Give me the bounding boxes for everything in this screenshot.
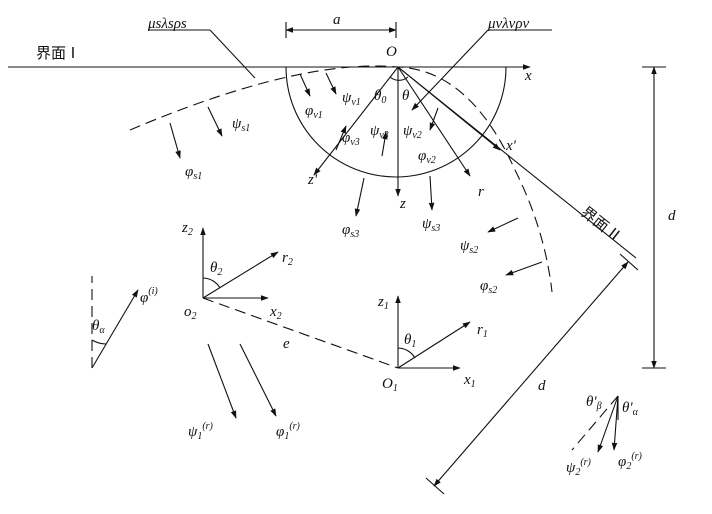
- dimension-d-oblique-tick-bottom: [425, 477, 445, 495]
- psi2-r-label: ψ2(r): [566, 457, 592, 478]
- psi-v1-label: ψv1: [342, 90, 361, 108]
- phi-s3-label: φs3: [342, 222, 359, 240]
- O1-label: O1: [382, 376, 398, 394]
- r-axis-label: r: [478, 184, 484, 200]
- psi1-r-arrow: [207, 343, 237, 419]
- psi-v3-label: ψv3: [370, 123, 389, 141]
- theta0-arc: [389, 76, 409, 81]
- cavity-semicircle: [285, 66, 507, 178]
- phi1-r-label: φ1(r): [276, 421, 301, 442]
- psi-s2-arrow: [487, 217, 519, 233]
- psi2-r-arrow: [597, 395, 619, 453]
- psi-s3-label: ψs3: [422, 216, 440, 234]
- theta1-label: θ1: [404, 332, 416, 350]
- phi-v2-arrow: [429, 107, 439, 131]
- theta-beta-prime-dashed: [571, 395, 619, 451]
- region-v-properties: μvλvρv: [411, 16, 552, 111]
- z-axis-label: z: [399, 196, 406, 212]
- z-prime-label: z': [307, 172, 318, 188]
- r1-axis: [397, 321, 471, 369]
- distance-e-label: e: [283, 336, 290, 352]
- phi-s3-arrow: [354, 177, 365, 217]
- theta2-label: θ2: [210, 260, 222, 278]
- x2-label: x2: [269, 304, 282, 322]
- dimension-d-vertical-label: d: [668, 208, 676, 224]
- psi-s1-label: ψs1: [232, 116, 250, 134]
- dimension-d-oblique-label: d: [538, 378, 546, 394]
- x-prime-label: x': [505, 138, 517, 154]
- theta-beta-prime-label: θ'β: [586, 394, 602, 412]
- r2-label: r2: [282, 250, 293, 268]
- scattered-wavefront-curve: [129, 65, 553, 293]
- origin-O-label: O: [386, 44, 397, 60]
- phi2-r-arrow: [611, 395, 619, 451]
- region-s-properties: μsλsρs: [147, 16, 256, 79]
- r1-label: r1: [477, 322, 488, 340]
- theta2-arc: [202, 277, 221, 289]
- phi-s2-label: φs2: [480, 278, 497, 296]
- interface-1-label: 界面 I: [36, 44, 75, 62]
- psi-s2-label: ψs2: [460, 238, 478, 256]
- phi-v3-arrow: [335, 125, 347, 151]
- phi-v3-label: φv3: [342, 130, 360, 148]
- interface-2-line: [397, 66, 637, 259]
- psi1-r-label: ψ1(r): [188, 421, 214, 442]
- z-prime-axis: [313, 66, 399, 176]
- phi-s1-arrow: [169, 122, 181, 159]
- x-axis-label: x: [524, 68, 532, 84]
- r-axis: [397, 66, 471, 177]
- theta0-label: θ0: [374, 88, 386, 106]
- psi-v2-label: ψv2: [403, 123, 422, 141]
- theta-alpha-label: θα: [92, 318, 105, 336]
- phi2-r-label: φ2(r): [618, 451, 643, 472]
- z1-label: z1: [377, 294, 389, 312]
- psi-s3-arrow: [428, 175, 435, 211]
- psi-s1-arrow: [207, 106, 223, 137]
- theta-alpha-prime-label: θ'α: [622, 400, 639, 418]
- psi-v3-arrow: [381, 131, 388, 157]
- dimension-a-label: a: [333, 12, 341, 28]
- interface-2-label: 界面 II: [578, 203, 623, 244]
- svg-text:μsλsρs: μsλsρs: [147, 16, 187, 32]
- theta-label: θ: [402, 88, 410, 104]
- phi-v1-arrow: [299, 73, 311, 97]
- phi-incident-label: φ(i): [140, 286, 158, 306]
- phi-s2-arrow: [505, 261, 543, 276]
- svg-text:μvλvρv: μvλvρv: [487, 16, 530, 32]
- dimension-d-oblique-tick-top: [619, 253, 639, 271]
- x1-label: x1: [463, 372, 476, 390]
- theta-alpha-arc: [91, 339, 107, 345]
- o2-label: o2: [184, 304, 197, 322]
- z2-label: z2: [181, 220, 193, 238]
- distance-e-line: [202, 297, 399, 369]
- r2-axis: [202, 251, 279, 299]
- phi-v1-label: φv1: [305, 103, 323, 121]
- psi-v1-arrow: [325, 72, 337, 95]
- phi-v2-label: φv2: [418, 148, 436, 166]
- dimension-d-oblique: [433, 261, 629, 487]
- phi-s1-label: φs1: [185, 164, 202, 182]
- theta1-arc: [397, 347, 416, 359]
- phi-incident-arrow: [91, 289, 139, 369]
- phi1-r-arrow: [239, 343, 277, 417]
